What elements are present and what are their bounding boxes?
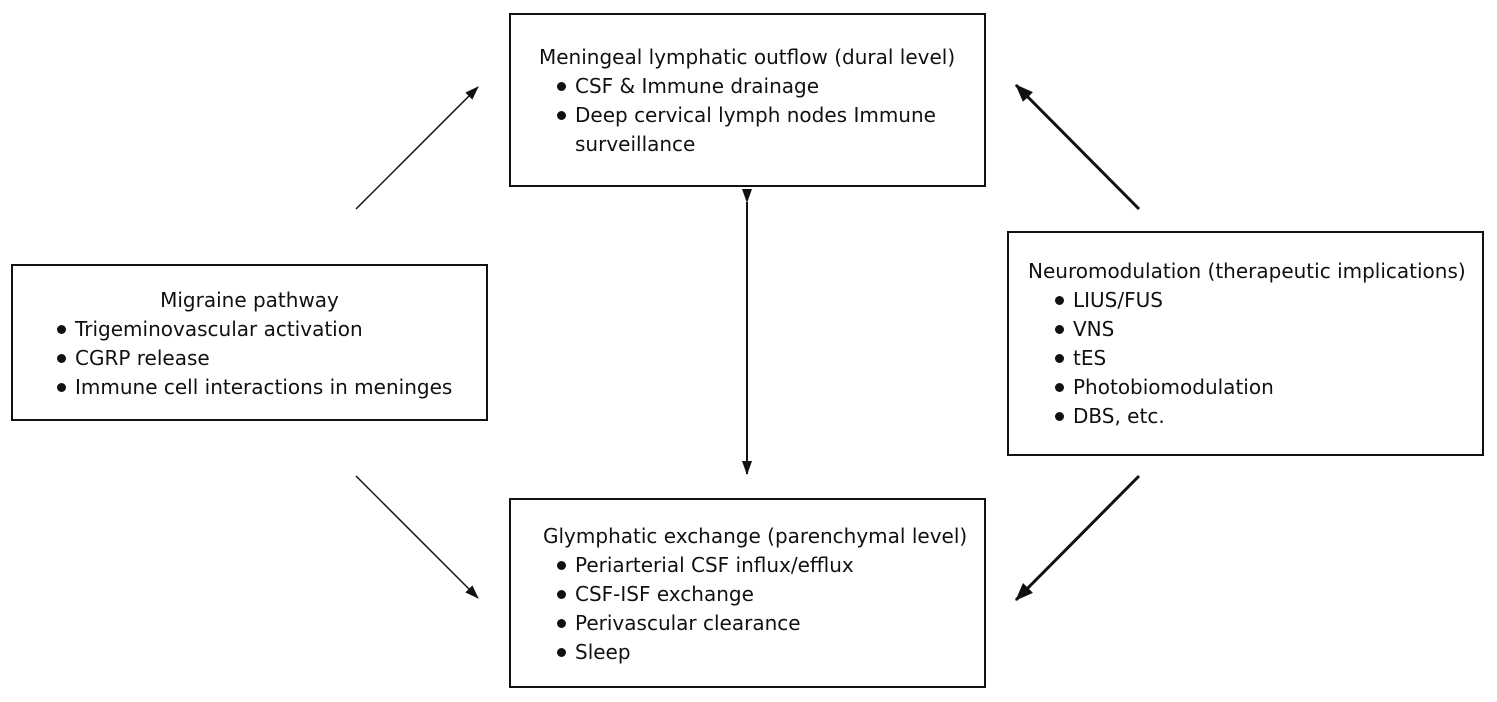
- list-item: LIUS/FUS: [1055, 286, 1472, 315]
- glymphatic-list: Periarterial CSF influx/efflux CSF-ISF e…: [557, 551, 974, 667]
- migraine-title: Migraine pathway: [160, 288, 339, 312]
- neuromodulation-list: LIUS/FUS VNS tES Photobiomodulation DBS,…: [1055, 286, 1472, 431]
- list-item: CGRP release: [57, 344, 476, 373]
- list-item: Sleep: [557, 638, 974, 667]
- migraine-pathway-box: Migraine pathway Trigeminovascular activ…: [11, 264, 488, 421]
- glymphatic-title: Glymphatic exchange (parenchymal level): [543, 524, 968, 548]
- meningeal-list: CSF & Immune drainage Deep cervical lymp…: [557, 72, 966, 159]
- arrow-neuromodulation-to-glymphatic: [1014, 474, 1141, 602]
- neuromodulation-title: Neuromodulation (therapeutic implication…: [1028, 259, 1466, 283]
- list-item: CSF & Immune drainage: [557, 72, 966, 101]
- list-item: DBS, etc.: [1055, 402, 1472, 431]
- arrow-migraine-to-meningeal: [355, 86, 479, 210]
- arrow-neuromodulation-to-meningeal: [1014, 83, 1141, 211]
- list-item: Immune cell interactions in meninges: [57, 373, 476, 402]
- list-item: tES: [1055, 344, 1472, 373]
- list-item: Photobiomodulation: [1055, 373, 1472, 402]
- list-item: Periarterial CSF influx/efflux: [557, 551, 974, 580]
- list-item: Perivascular clearance: [557, 609, 974, 638]
- arrow-migraine-to-glymphatic: [355, 475, 479, 599]
- glymphatic-exchange-box: Glymphatic exchange (parenchymal level) …: [509, 498, 986, 688]
- meningeal-title: Meningeal lymphatic outflow (dural level…: [539, 45, 956, 69]
- list-item: VNS: [1055, 315, 1472, 344]
- list-item: CSF-ISF exchange: [557, 580, 974, 609]
- migraine-list: Trigeminovascular activation CGRP releas…: [57, 315, 476, 402]
- neuromodulation-box: Neuromodulation (therapeutic implication…: [1007, 231, 1484, 456]
- meningeal-lymphatic-box: Meningeal lymphatic outflow (dural level…: [509, 13, 986, 187]
- list-item: Trigeminovascular activation: [57, 315, 476, 344]
- list-item: Deep cervical lymph nodes Immune surveil…: [557, 101, 966, 159]
